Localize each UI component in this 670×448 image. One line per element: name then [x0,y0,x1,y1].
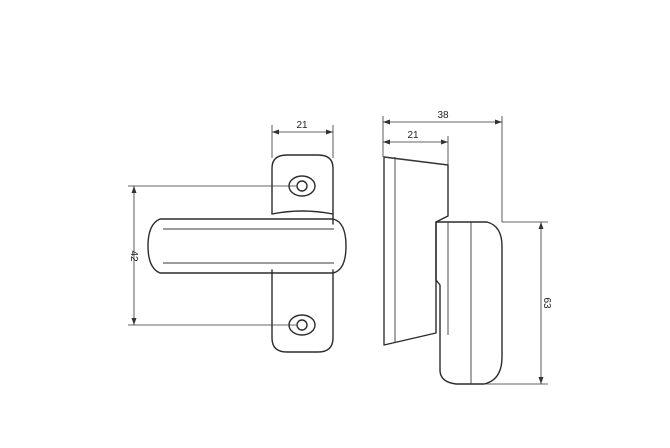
hole-spacing-dimension: 42 [128,185,296,326]
front-view [147,154,347,353]
front-base-plate [271,154,334,353]
upper-screw-hole-inner [296,180,308,192]
side-base-width-label: 21 [407,130,419,141]
side-height-label: 63 [541,297,552,309]
side-total-width-dimension: 38 [382,110,503,222]
side-base-top-edge [383,156,449,166]
front-handle-arm [147,210,347,274]
hole-spacing-label: 42 [128,250,139,262]
side-view [383,156,503,385]
side-handle-profile [435,221,503,385]
lower-screw-hole-inner [296,319,308,331]
front-width-label: 21 [296,120,308,131]
side-total-width-label: 38 [437,110,449,121]
side-base-width-dimension: 21 [383,130,449,165]
side-height-dimension: 63 [484,221,552,385]
side-base-wedge [383,156,449,346]
front-width-dimension: 21 [271,120,334,158]
